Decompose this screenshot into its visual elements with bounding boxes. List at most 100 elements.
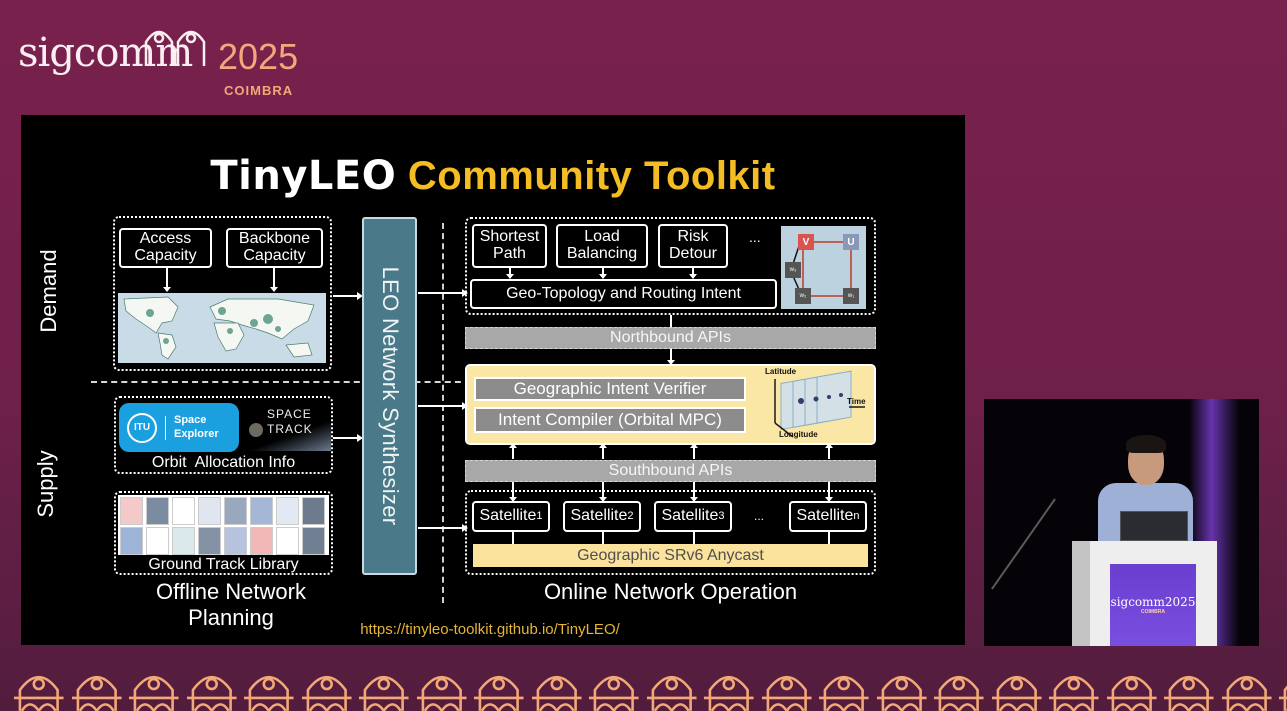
intent-compiler: Intent Compiler (Orbital MPC) — [474, 407, 746, 433]
arch-icon — [531, 675, 582, 711]
satellite-index: 3 — [718, 509, 725, 522]
node-w2: w₂ — [795, 288, 811, 304]
ground-track-thumbnail — [276, 497, 299, 525]
arrow-icon — [418, 524, 468, 532]
arch-icon — [144, 30, 206, 66]
arch-icon — [358, 675, 409, 711]
ground-track-thumbnail — [224, 527, 247, 555]
orbit-allocation-label: Orbit Allocation Info — [151, 454, 296, 471]
itu-icon: ITU — [127, 412, 157, 443]
connector-line — [512, 532, 514, 544]
arch-icon — [416, 675, 467, 711]
intent-risk-detour: Risk Detour — [658, 224, 728, 268]
arch-icon — [186, 675, 237, 711]
toolkit-url-link[interactable]: https://tinyleo-toolkit.github.io/TinyLE… — [360, 621, 620, 638]
ground-track-thumbnail — [198, 497, 221, 525]
arch-icon — [243, 675, 294, 711]
ground-track-thumbnail — [250, 497, 273, 525]
arch-icon — [588, 675, 639, 711]
arrow-icon — [270, 268, 278, 292]
connector-line — [602, 532, 604, 544]
arrow-icon — [599, 443, 607, 459]
ground-track-thumbnail — [172, 527, 195, 555]
decorative-arch-border — [10, 668, 1287, 711]
intent-more: ... — [749, 229, 761, 245]
arch-icon — [703, 675, 754, 711]
arch-icon — [1106, 675, 1157, 711]
moon-icon — [249, 423, 263, 437]
ground-track-thumbnail — [146, 497, 169, 525]
satellite-name: Satellite — [661, 507, 719, 525]
microphone-icon — [991, 498, 1056, 590]
satellites-more: ... — [754, 509, 765, 523]
intent-shortest-path: Shortest Path — [472, 224, 547, 268]
logo-divider — [165, 415, 166, 440]
synthesizer-label: LEO Network Synthesizer — [377, 266, 403, 526]
arrow-icon — [333, 292, 363, 300]
satellite-index: 1 — [536, 509, 543, 522]
arrow-icon — [418, 402, 468, 410]
ground-track-thumbnail — [198, 527, 221, 555]
arch-icon — [761, 675, 812, 711]
arrow-icon — [690, 443, 698, 459]
arrow-icon — [689, 268, 697, 279]
arrow-icon — [667, 349, 675, 365]
satellite-group — [465, 490, 876, 575]
presentation-slide: TinyLEO Community Toolkit Demand Access … — [21, 115, 965, 645]
geographic-intent-verifier: Geographic Intent Verifier — [474, 377, 746, 401]
satellite-name: Satellite — [570, 507, 628, 525]
arch-icon — [71, 675, 122, 711]
connector-line — [693, 532, 695, 544]
arch-icon — [13, 675, 64, 711]
node-w1: w₁ — [843, 288, 859, 304]
section-divider — [91, 381, 471, 383]
arch-icon — [1048, 675, 1099, 711]
arrow-icon — [509, 443, 517, 459]
ground-track-label: Ground Track Library — [148, 556, 299, 573]
ground-track-thumbnail — [120, 527, 143, 555]
node-v: V — [798, 234, 814, 250]
orbit-allocation-group — [114, 396, 333, 474]
arch-icon — [1278, 685, 1287, 711]
routing-diagram: V U w₃ w₂ w₁ — [781, 226, 866, 309]
ground-track-thumbnail — [276, 527, 299, 555]
arch-icon — [1221, 675, 1272, 711]
spatiotemporal-plot: Latitude Longitude Time — [761, 365, 876, 443]
axis-latitude: Latitude — [765, 367, 797, 376]
ground-track-thumbnail — [302, 527, 325, 555]
laptop-icon — [1120, 511, 1188, 541]
arrow-icon — [825, 443, 833, 459]
arch-icon — [646, 675, 697, 711]
arrow-icon — [418, 289, 468, 297]
ground-track-thumbnail — [172, 497, 195, 525]
arch-icon — [1163, 675, 1214, 711]
space-explorer-label: Space Explorer — [174, 414, 219, 440]
ground-track-grid — [118, 495, 329, 555]
speaker-hair — [1126, 435, 1166, 453]
arrow-icon — [333, 434, 363, 442]
ground-track-thumbnail — [120, 497, 143, 525]
satellite-name: Satellite — [479, 507, 537, 525]
space-track-logo: SPACE TRACK — [247, 405, 331, 451]
conference-year: 2025 — [218, 36, 299, 77]
arch-icon — [301, 675, 352, 711]
access-capacity-box: Access Capacity — [119, 228, 212, 268]
ground-track-thumbnail — [250, 527, 273, 555]
satellite-index: n — [853, 509, 860, 522]
ground-track-thumbnail — [302, 497, 325, 525]
axis-time: Time — [847, 397, 866, 406]
arch-icon — [876, 675, 927, 711]
offline-online-divider — [442, 223, 444, 603]
southbound-apis-bar: Southbound APIs — [465, 460, 876, 482]
arch-icon — [128, 675, 179, 711]
arch-icon — [818, 675, 869, 711]
satellite-index: 2 — [627, 509, 634, 522]
ground-track-group — [114, 491, 333, 575]
backbone-capacity-box: Backbone Capacity — [226, 228, 323, 268]
conference-city: COIMBRA — [224, 83, 294, 98]
leo-network-synthesizer: LEO Network Synthesizer — [362, 217, 417, 575]
demand-group — [113, 216, 332, 371]
